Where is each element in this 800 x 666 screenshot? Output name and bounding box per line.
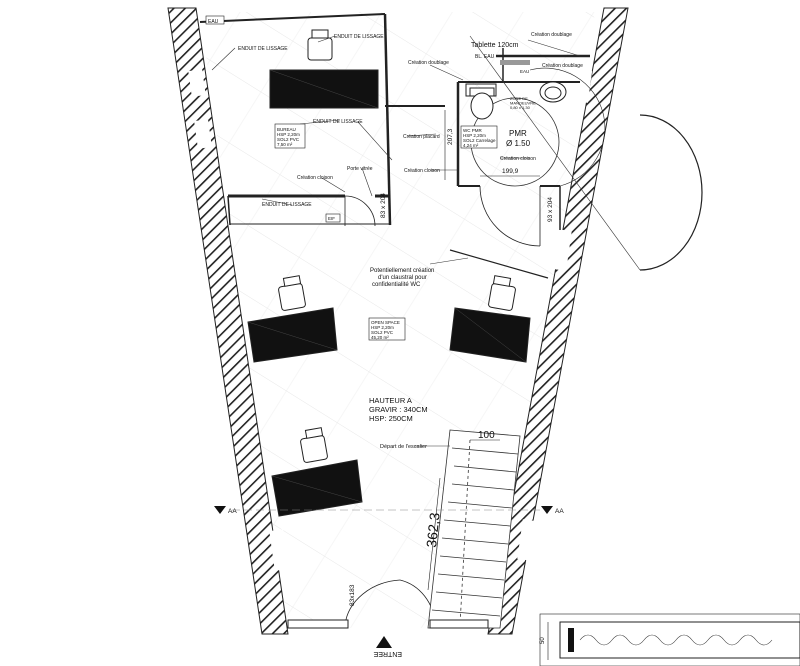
dim-199-label: 199,9	[502, 168, 519, 175]
creation-doublage-label-2: Création doublage	[531, 32, 572, 38]
small-box-label: EIF	[328, 216, 335, 221]
section-aa-right: AA	[555, 508, 564, 515]
desks	[247, 69, 531, 517]
eau-top-label: EAU	[208, 19, 219, 25]
openspace-room-label: OPEN SPACE HSP 2,20m SOL2 PVC 45,20 m²	[371, 320, 401, 340]
pmr-title: PMR	[509, 129, 527, 138]
washbasin	[539, 81, 567, 103]
section-marker-left	[214, 506, 226, 514]
pmr-diameter: Ø 1.50	[506, 139, 531, 148]
section-aa-left: AA	[228, 508, 237, 515]
text-labels: EAU ENDUIT DE LISSAGE ENDUIT DE LISSAGE …	[208, 19, 583, 657]
door-83-183-label: 83x183	[349, 584, 356, 606]
detail-dim-50-label: 50	[540, 637, 546, 644]
enduit-lissage-label-3: ENDUIT DE LISSAGE	[313, 119, 363, 125]
creation-cloison-label-2: Création cloison	[500, 156, 536, 162]
depart-escalier-label: Départ de l'escalier	[380, 444, 427, 450]
creation-doublage-label-3: Création doublage	[542, 63, 583, 69]
tablette-label: Tablette 120cm	[471, 42, 519, 49]
inner-walls	[199, 13, 590, 279]
right-outer-wall	[487, 7, 629, 635]
wc-pmr-room-label: WC PMR HSP 2,20m SOL2 Carrelage 4,24 m²	[463, 128, 497, 148]
door-93-204-label: 93 x 204	[547, 197, 554, 222]
section-marker-right	[541, 506, 553, 514]
zone-manoeuvre-label: ZONE DE MANOEUVRE 0,80 x 1,30	[510, 96, 537, 110]
leader-lines	[211, 35, 641, 447]
enduit-lissage-label-2: ENDUIT DE LISSAGE	[334, 34, 384, 40]
entry-arrow-icon	[376, 636, 392, 648]
bureau-room-label: BUREAU HSP 2,20m SOL2 PVC 7,50 m²	[277, 127, 301, 147]
creation-cloison-label-1: Création cloison	[404, 168, 440, 174]
toilet	[469, 87, 495, 120]
dim-207-label: 207,3	[447, 128, 454, 145]
dim-362-label: 362,3	[423, 512, 443, 549]
creation-doublage-label-1: Création doublage	[408, 60, 449, 66]
entree-label: ENTREE	[373, 650, 402, 657]
creation-cloison-label-3: Création cloison	[297, 175, 333, 181]
enduit-lissage-label-1: ENDUIT DE LISSAGE	[238, 46, 288, 52]
hauteur-note: HAUTEUR A GRAVIR : 340CM HSP: 250CM	[369, 396, 430, 423]
left-outer-wall	[167, 7, 289, 635]
creation-placard-label: Création placard	[403, 134, 440, 140]
door-83-204-label: 83 x 204	[380, 193, 387, 218]
eau-small-label: EAU	[520, 69, 529, 74]
porte-vitree-label: Porte vitrée	[347, 166, 373, 172]
bl-eau-label: BL. EAU	[475, 54, 495, 60]
staircase	[427, 429, 521, 629]
claustral-note: Potentiellement création d'un claustral …	[370, 268, 436, 288]
chairs	[278, 29, 516, 463]
wall-detail-inset	[539, 613, 800, 666]
dim-100-label: 100	[478, 430, 495, 441]
enduit-lissage-label-4: ENDUIT DE LISSAGE	[262, 202, 312, 208]
